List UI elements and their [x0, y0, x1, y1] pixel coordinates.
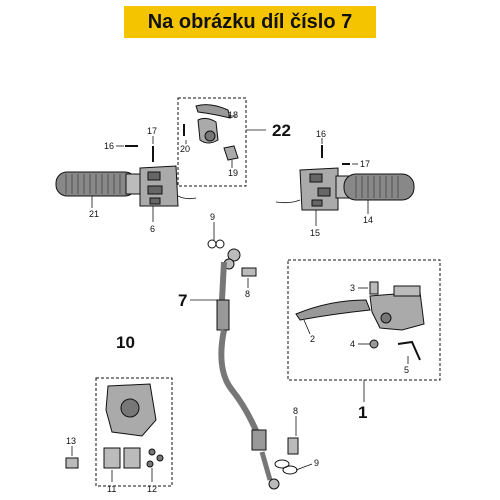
callout-17-right: 17 — [360, 159, 370, 169]
brake-hose-part — [216, 248, 280, 490]
lever-18-part — [195, 104, 231, 144]
callout-14: 14 — [363, 215, 373, 225]
callout-5: 5 — [404, 365, 409, 375]
callout-19: 19 — [228, 168, 238, 178]
callout-11: 11 — [107, 484, 116, 494]
kit-22-frame — [177, 97, 247, 187]
washers-9-upper-part — [207, 239, 225, 249]
callout-20: 20 — [180, 144, 190, 154]
right-switch-part — [275, 167, 339, 211]
callout-15: 15 — [310, 228, 320, 238]
caliper-part — [105, 383, 157, 437]
callout-12: 12 — [147, 484, 157, 494]
left-switch-part — [139, 165, 197, 207]
callout-13: 13 — [66, 436, 76, 446]
callout-10: 10 — [116, 333, 135, 352]
callout-2: 2 — [310, 334, 315, 344]
callout-7: 7 — [178, 291, 187, 310]
right-grip-part — [335, 173, 415, 201]
kit-10-frame — [95, 377, 173, 487]
brake-lever-2-part — [295, 299, 371, 321]
callout-1: 1 — [358, 403, 367, 422]
pads-11-part — [103, 447, 141, 469]
callout-18: 18 — [228, 110, 238, 120]
callout-22: 22 — [272, 121, 291, 140]
callout-21: 21 — [89, 209, 99, 219]
callout-17-left: 17 — [147, 126, 157, 136]
callout-8-upper: 8 — [245, 289, 250, 299]
callout-9-upper: 9 — [210, 212, 215, 222]
callout-3: 3 — [350, 283, 355, 293]
bracket-19-part — [223, 145, 239, 161]
bolt-8-lower-part — [287, 437, 299, 455]
pins-12-part — [146, 448, 164, 468]
callout-16-right: 16 — [316, 129, 326, 139]
switch-5-part — [397, 340, 421, 361]
bolt-13-part — [65, 457, 79, 469]
screw-3-part — [369, 281, 379, 295]
left-grip-part — [55, 171, 143, 197]
bolt-8-upper-part — [241, 267, 257, 277]
washers-9-lower-part — [274, 459, 298, 475]
callout-9-lower: 9 — [314, 458, 319, 468]
master-cylinder-part — [369, 285, 425, 331]
callout-6: 6 — [150, 224, 155, 234]
nut-4-part — [369, 339, 379, 349]
title-banner: Na obrázku díl číslo 7 — [124, 6, 376, 38]
callout-16-left: 16 — [104, 141, 114, 151]
callout-4: 4 — [350, 339, 355, 349]
callout-8-lower: 8 — [293, 406, 298, 416]
title-text: Na obrázku díl číslo 7 — [147, 10, 353, 33]
